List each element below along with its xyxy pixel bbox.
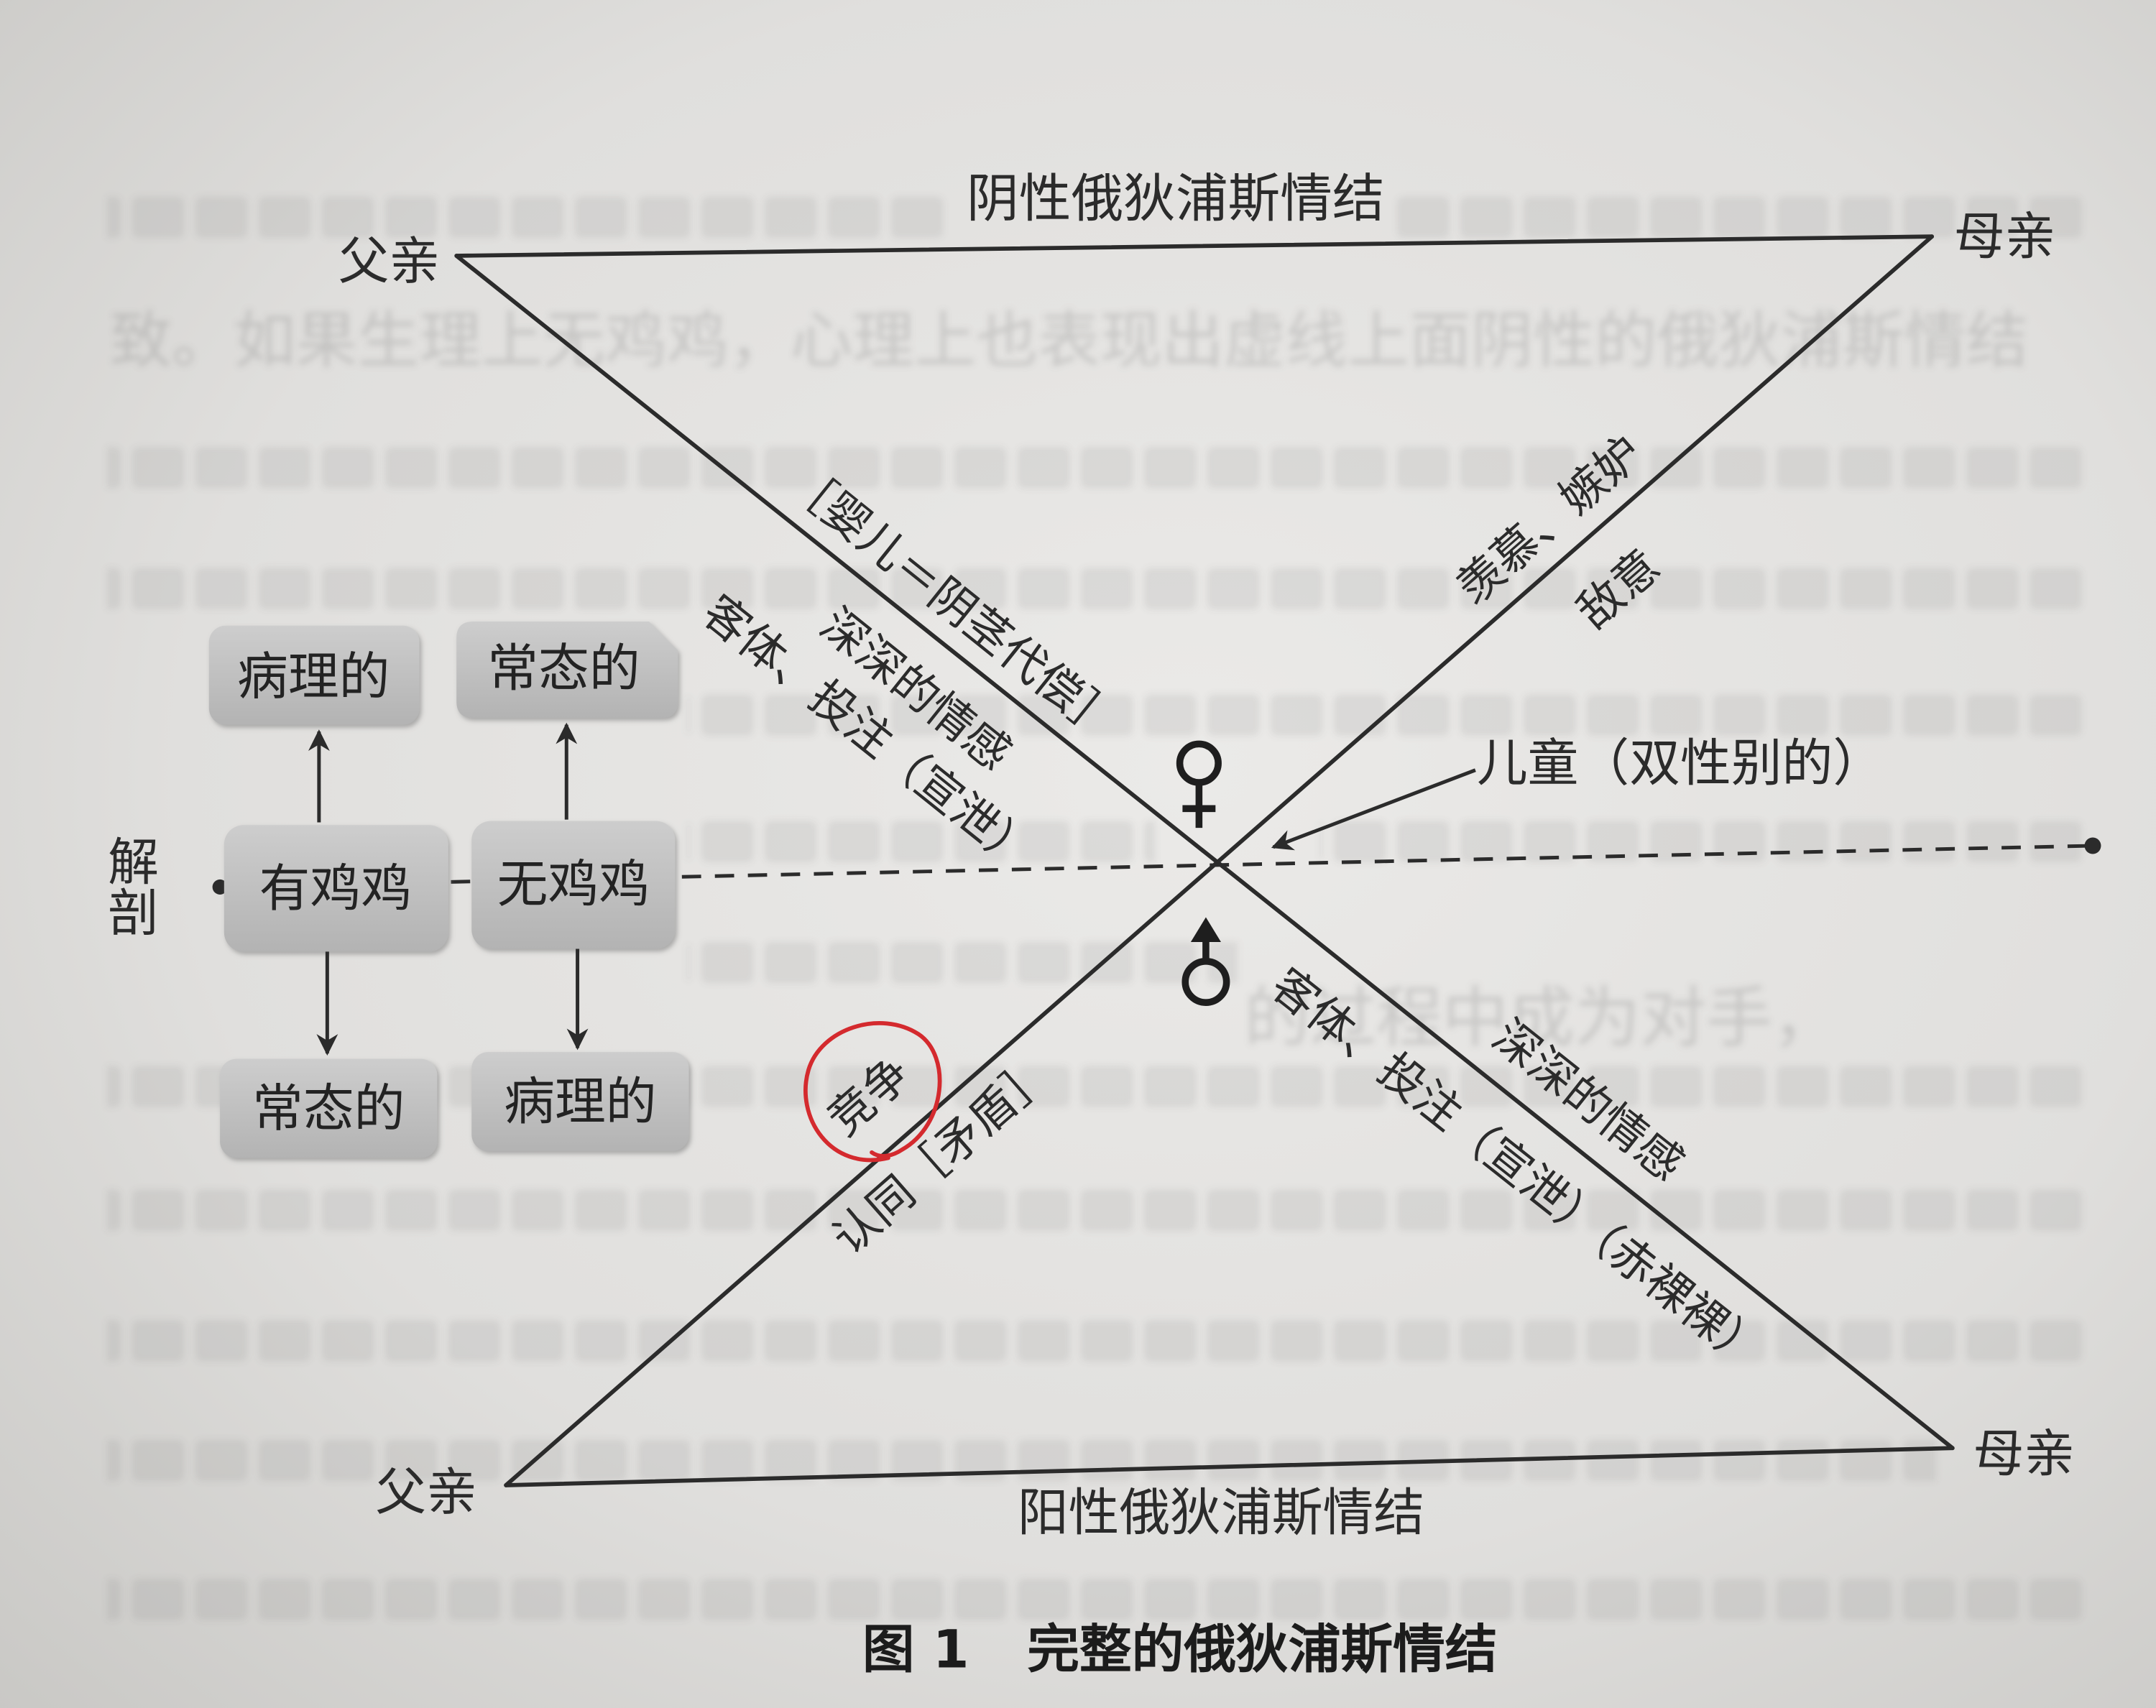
bleed-text-row: [107, 1574, 2093, 1625]
bleed-text-row: [107, 192, 2093, 242]
bleed-text-block: [1319, 816, 2093, 867]
bleed-text-row: [107, 1061, 2093, 1112]
anatomy-box-labels: 病理的 常态的 有鸡鸡 无鸡鸡 常态的 病理的: [237, 639, 657, 1138]
top-left-father-label: 父亲: [338, 231, 441, 291]
bleed-text-row: [107, 563, 2093, 614]
negative-oedipus-title: 阴性俄狄浦斯情结: [967, 170, 1385, 230]
bottom-edge-line: [504, 1446, 1955, 1487]
bleed-text-line: 致。如果生理上无鸡鸡，心理上也表现出虚线上面阴性的俄狄浦斯情结: [110, 305, 2028, 377]
bleed-text-row: [107, 1185, 2093, 1235]
background-bleed-through: 致。如果生理上无鸡鸡，心理上也表现出虚线上面阴性的俄狄浦斯情结 的过程中成为对手…: [107, 192, 2093, 1625]
box-normal-top: [456, 622, 678, 719]
box-with-penis: [224, 825, 448, 952]
diagonal-mother-to-father: [504, 234, 1935, 1487]
without-penis-down-label: 病理的: [504, 1071, 656, 1131]
bleed-text-row: [107, 443, 2093, 493]
bleed-text-block: [687, 938, 1238, 988]
child-pointer-arrow-icon: [1271, 768, 1476, 851]
anatomy-label-char: 剖: [108, 883, 159, 943]
with-penis-label: 有鸡鸡: [259, 859, 412, 918]
bleed-text-block: [107, 1574, 2093, 1625]
box-pathological-bottom: [471, 1052, 689, 1151]
female-symbol-icon: [1176, 740, 1222, 828]
without-penis-label: 无鸡鸡: [497, 854, 650, 914]
top-edge-line: [454, 234, 1935, 258]
bleed-text-row: [687, 816, 2093, 867]
bleed-text-row: [687, 938, 1238, 988]
box-pathological-top: [208, 625, 420, 725]
without-penis-up-label: 常态的: [487, 639, 640, 698]
bottom-right-mother-label: 母亲: [1973, 1423, 2076, 1483]
anatomy-label-char: 解: [108, 832, 159, 892]
anatomy-arrows: [308, 722, 589, 1056]
box-without-penis: [471, 821, 676, 949]
oedipus-diagram-lines: [454, 234, 1955, 1487]
bleed-text-row: [107, 1436, 1936, 1485]
axis-right-endpoint: [2084, 837, 2101, 854]
axis-left-endpoint: [212, 879, 228, 895]
diagonal-father-to-mother: [454, 254, 1955, 1451]
top-right-mother-label: 母亲: [1954, 207, 2056, 267]
with-penis-up-label: 病理的: [237, 647, 390, 706]
bleed-text-block: [107, 563, 2093, 614]
male-symbol-icon: [1181, 917, 1230, 1006]
anatomy-boxes: [208, 622, 689, 1158]
box-normal-bottom: [220, 1058, 438, 1158]
bleed-text-row: [687, 690, 2093, 740]
bleed-text-row: [107, 1316, 2093, 1366]
bleed-text-line: 的过程中成为对手，: [1245, 979, 1838, 1056]
bleed-text-block: [107, 1436, 1936, 1485]
bleed-text-block: [107, 443, 2093, 493]
with-penis-down-label: 常态的: [252, 1079, 405, 1138]
bleed-text-block: [1391, 192, 2093, 242]
positive-oedipus-title: 阳性俄狄浦斯情结: [1018, 1483, 1424, 1543]
bleed-text-block: [687, 816, 1156, 867]
bleed-text-block: [107, 1185, 2093, 1235]
bleed-text-block: [107, 1061, 2093, 1112]
bottom-left-father-label: 父亲: [375, 1462, 477, 1522]
handwritten-red-circle: [803, 1021, 942, 1163]
bisexual-child-label: 儿童（双性别的）: [1477, 734, 1884, 793]
bleed-text-block: [107, 192, 949, 242]
figure-title: 完整的俄狄浦斯情结: [1027, 1620, 1497, 1681]
male-symbol-arrowhead: [1190, 917, 1221, 942]
figure-number: 图 1: [862, 1620, 969, 1681]
bleed-text-block: [107, 1316, 2093, 1366]
bleed-text-block: [687, 690, 2093, 740]
